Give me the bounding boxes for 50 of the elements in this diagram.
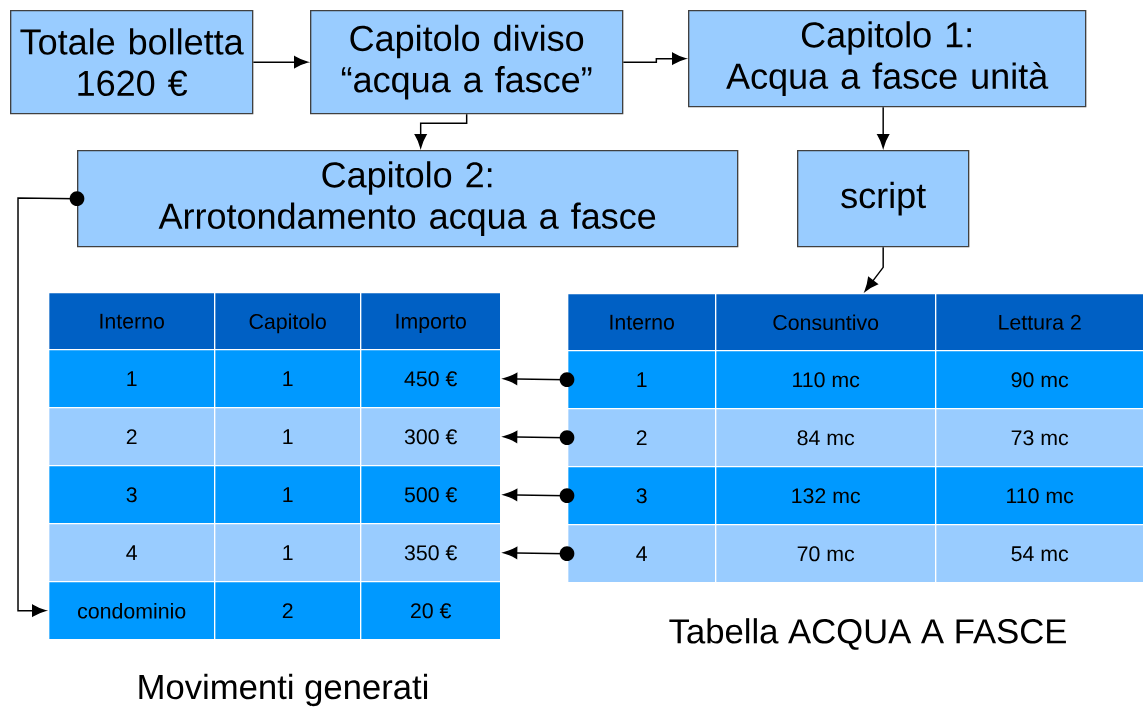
table-cell: 4 [567, 524, 717, 584]
table-cell: 1 [567, 350, 717, 410]
arrow [252, 56, 308, 69]
table-cell: 1 [214, 523, 362, 583]
table-cell: 110 mc [715, 350, 937, 410]
process-box: Capitolo 2: Arrotondamento acqua a fasce [77, 150, 739, 248]
table-cell: 20 € [360, 581, 502, 641]
header-cell: Interno [48, 292, 216, 351]
table-caption: Movimenti generati [139, 673, 428, 707]
arrow [17, 191, 85, 617]
table-cell: 500 € [360, 465, 502, 525]
process-box: Capitolo 1: Acqua a fasce unità [688, 10, 1087, 108]
table-cell: 2 [214, 581, 362, 641]
table-cell: 2 [48, 407, 216, 467]
process-box: Capitolo diviso “acqua a fasce” [310, 10, 624, 115]
arrow [622, 52, 686, 65]
table-cell: 54 mc [935, 524, 1145, 584]
process-box: script [797, 150, 970, 248]
table-cell: 84 mc [715, 408, 937, 468]
table-cell: 70 mc [715, 524, 937, 584]
header-cell: Importo [360, 292, 502, 351]
table-cell: 110 mc [935, 466, 1145, 526]
table-cell: 2 [567, 408, 717, 468]
process-box: Totale bolletta 1620 € [10, 10, 254, 115]
table-cell: 1 [48, 349, 216, 409]
arrow [864, 246, 884, 292]
header-cell: Interno [567, 293, 717, 352]
table-cell: 450 € [360, 349, 502, 409]
table-cell: 350 € [360, 523, 502, 583]
table-caption: Tabella ACQUA A FASCE [669, 618, 1066, 650]
table-cell: condominio [48, 581, 216, 641]
arrow [503, 372, 575, 387]
arrow [877, 106, 890, 148]
table-cell: 73 mc [935, 408, 1145, 468]
table-cell: 4 [48, 523, 216, 583]
arrow [503, 546, 575, 561]
header-cell: Lettura 2 [935, 293, 1145, 352]
table-cell: 1 [214, 349, 362, 409]
arrow [414, 113, 468, 148]
arrow [503, 430, 575, 445]
table-cell: 90 mc [935, 350, 1145, 410]
table-cell: 300 € [360, 407, 502, 467]
table-cell: 132 mc [715, 466, 937, 526]
table-cell: 3 [48, 465, 216, 525]
table-cell: 1 [214, 465, 362, 525]
table-cell: 1 [214, 407, 362, 467]
header-cell: Capitolo [214, 292, 362, 351]
header-cell: Consuntivo [715, 293, 937, 352]
table-cell: 3 [567, 466, 717, 526]
arrow [503, 488, 575, 503]
